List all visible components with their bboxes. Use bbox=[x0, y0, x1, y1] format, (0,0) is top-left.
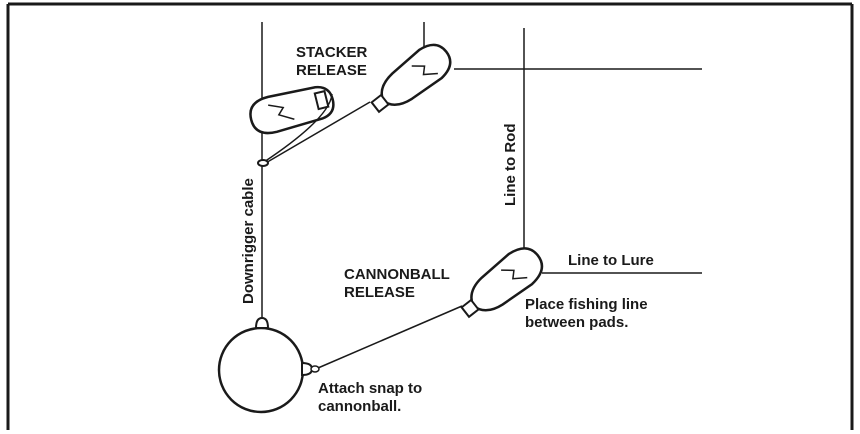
stacker-release-label: STACKER RELEASE bbox=[296, 44, 368, 79]
place-fishing-line-label: Place fishing line between pads. bbox=[525, 296, 648, 331]
downrigger-cable-label: Downrigger cable bbox=[240, 178, 257, 304]
stacker-tether-2 bbox=[263, 101, 371, 165]
cannonball-tether-line bbox=[317, 305, 463, 369]
stacker-tether-1 bbox=[263, 93, 333, 163]
line-to-lure-label: Line to Lure bbox=[568, 252, 654, 269]
stacker-right-pad bbox=[370, 43, 452, 114]
cannonball-top-eye bbox=[254, 316, 270, 329]
cannonball-release-label: CANNONBALL RELEASE bbox=[344, 266, 450, 301]
stacker-left-pad bbox=[249, 85, 335, 135]
cannonball-release-pad bbox=[460, 247, 544, 319]
attach-snap-label: Attach snap to cannonball. bbox=[318, 380, 423, 415]
stacker-snap bbox=[257, 159, 269, 167]
cannonball bbox=[217, 326, 305, 414]
line-to-rod-label: Line to Rod bbox=[502, 123, 519, 207]
cannonball-snap bbox=[310, 365, 320, 373]
